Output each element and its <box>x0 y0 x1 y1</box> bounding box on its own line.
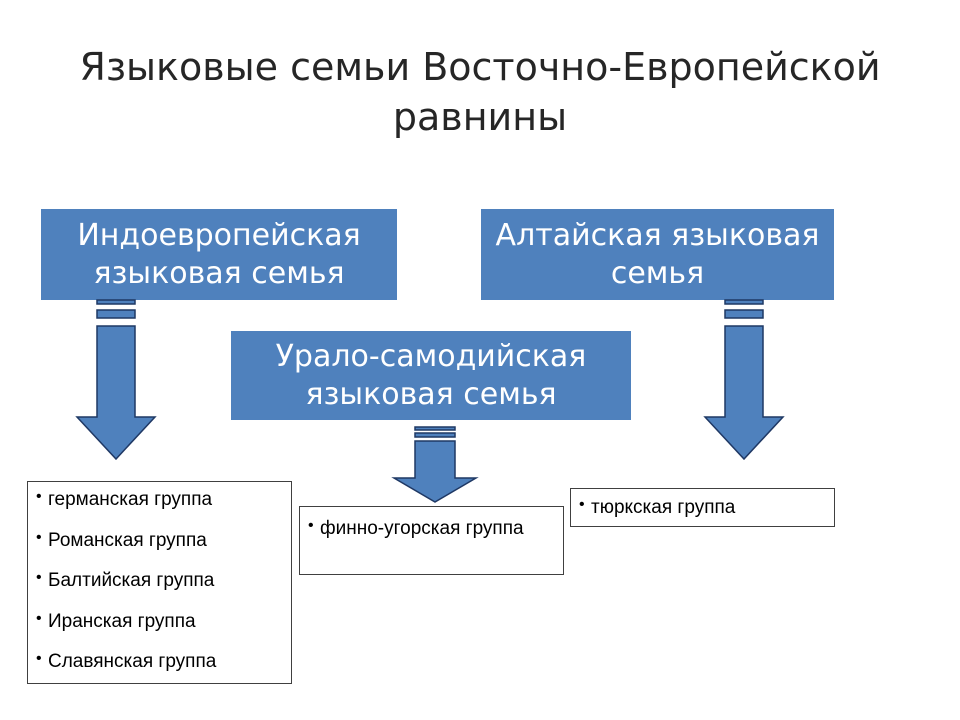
list-item: финно-угорская группа <box>306 513 555 541</box>
family-box-uralic-samoyedic: Урало-самодийская языковая семья <box>231 331 631 420</box>
down-arrow-icon <box>75 299 157 461</box>
down-arrow-icon <box>703 299 785 461</box>
group-list-uralic: финно-угорская группа <box>299 506 564 575</box>
group-list-altaic: тюркская группа <box>570 488 835 527</box>
list-item: Балтийская группа <box>34 567 287 611</box>
family-box-indo-european: Индоевропейская языковая семья <box>41 209 397 300</box>
group-list-indo-european: германская группа Романская группа Балти… <box>27 481 292 684</box>
family-label-altaic: Алтайская языковая семья <box>495 217 820 291</box>
list-item: тюркская группа <box>577 493 826 520</box>
list-item: Славянская группа <box>34 648 287 692</box>
down-arrow-icon <box>391 426 479 503</box>
list-item: Иранская группа <box>34 608 287 652</box>
page-title: Языковые семьи Восточно-Европейской равн… <box>79 45 881 139</box>
family-box-altaic: Алтайская языковая семья <box>481 209 834 300</box>
family-label-uralic-samoyedic: Урало-самодийская языковая семья <box>275 338 587 412</box>
family-label-indo-european: Индоевропейская языковая семья <box>77 217 361 291</box>
list-item: германская группа <box>34 486 287 530</box>
list-item: Романская группа <box>34 527 287 571</box>
